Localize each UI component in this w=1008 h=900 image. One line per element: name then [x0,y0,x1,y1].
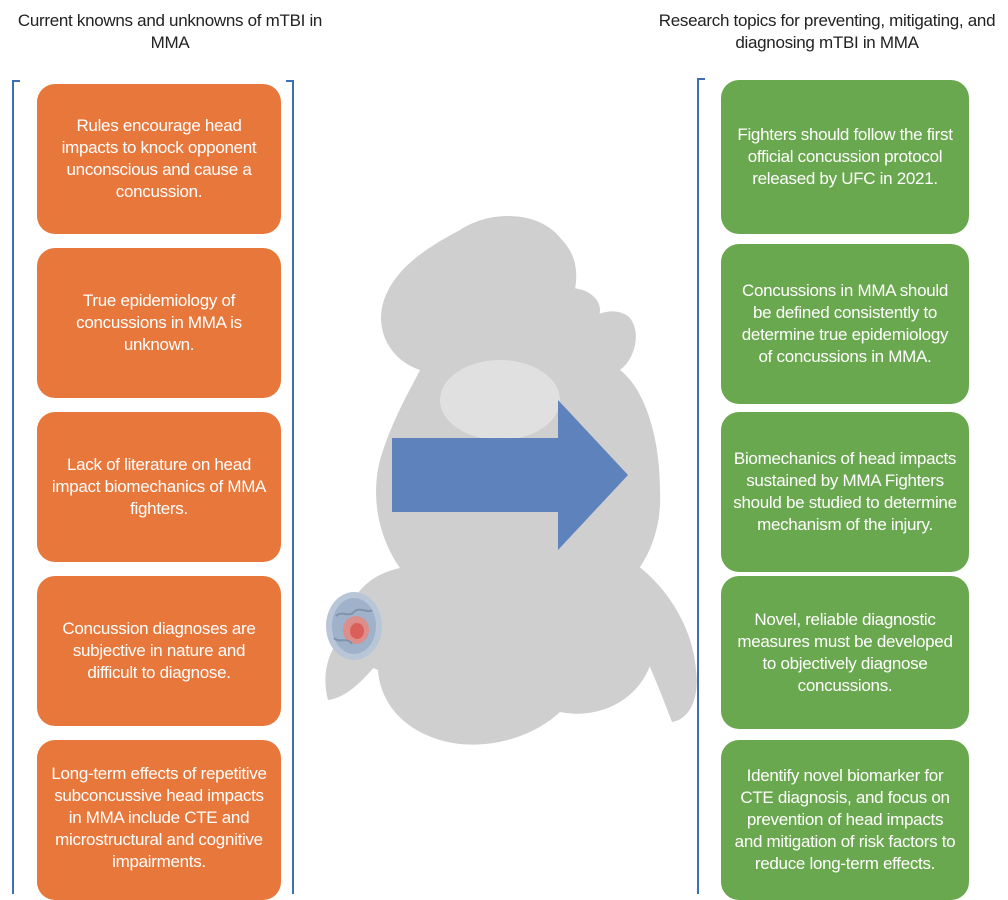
known-box-biomechanics: Lack of literature on head impact biomec… [37,412,281,562]
research-box-biomarker: Identify novel biomarker for CTE diagnos… [721,740,969,900]
known-box-long-term-effects: Long-term effects of repetitive subconcu… [37,740,281,900]
left-column-heading: Current knowns and unknowns of mTBI in M… [17,11,323,52]
research-box-definition: Concussions in MMA should be defined con… [721,244,969,404]
right-bracket [697,78,705,894]
known-box-diagnosis: Concussion diagnoses are subjective in n… [37,576,281,726]
right-arrow-icon [392,400,628,550]
left-bracket-right-edge [286,80,294,894]
known-box-epidemiology: True epidemiology of concussions in MMA … [37,248,281,398]
research-box-protocol: Fighters should follow the first officia… [721,80,969,234]
known-box-rules: Rules encourage head impacts to knock op… [37,84,281,234]
research-box-biomechanics: Biomechanics of head impacts sustained b… [721,412,969,572]
brain-icon [326,592,382,660]
right-column-heading: Research topics for preventing, mitigati… [658,11,996,52]
research-box-diagnostics: Novel, reliable diagnostic measures must… [721,576,969,729]
left-bracket [12,80,20,894]
